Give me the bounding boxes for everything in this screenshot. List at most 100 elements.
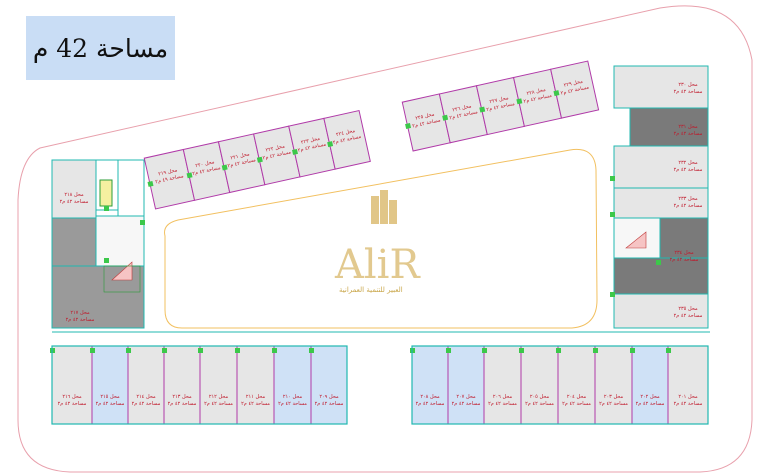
logo-letters: AliR	[334, 242, 421, 288]
shop-area-label: مساحة ٤٢ م٢	[452, 401, 481, 407]
column-marker	[104, 258, 109, 263]
shop-label: محل ٢٢١	[230, 151, 250, 161]
column-marker	[666, 348, 671, 353]
shop-label: محل ٢١٨	[64, 192, 84, 198]
shop-area-label: مساحة ٤٢ م٢	[670, 257, 699, 263]
shop-label: محل ٢٠٣	[604, 394, 624, 400]
column-marker	[327, 141, 334, 148]
shop-label: محل ٢٢٠	[195, 159, 215, 169]
column-marker	[235, 348, 240, 353]
shop-label: محل ٢٠٥	[530, 394, 550, 400]
column-marker	[292, 148, 298, 155]
shop-label: محل ٢٠٧	[456, 394, 476, 400]
shop-unit	[273, 345, 312, 425]
shop-label: محل ٢٠٨	[420, 394, 440, 400]
shop-label: محل ٢١٤	[136, 394, 156, 400]
column-marker	[140, 220, 145, 225]
shop-label: محل ٢١٣	[172, 394, 192, 400]
shop-label: محل ٢٢٨	[526, 87, 546, 97]
column-marker	[442, 114, 449, 121]
shop-area-label: مساحة ٤٢ م٢	[562, 401, 591, 407]
shop-area-label: مساحة ٤٢ م٢	[674, 401, 703, 407]
shop-label: محل ٢٣١	[678, 124, 698, 130]
shop-label: محل ٢٠٢	[640, 394, 660, 400]
shop-area-label: مساحة ٤٢ م٢	[674, 131, 703, 137]
shop-unit	[594, 345, 633, 425]
shop-unit	[236, 345, 275, 425]
shop-unit	[51, 345, 93, 425]
column-marker	[256, 156, 263, 163]
shop-label: محل ٢٢٩	[563, 79, 583, 89]
shop-unit	[163, 345, 201, 425]
shop-unit	[411, 345, 449, 425]
shop-area-label: مساحة ٤٢ م٢	[66, 317, 95, 323]
shop-label: محل ٢١١	[246, 394, 266, 400]
column-marker	[610, 212, 615, 217]
column-marker	[405, 123, 412, 129]
column-marker	[186, 172, 193, 179]
row-outline	[411, 345, 709, 425]
shop-area-label: مساحة ٤٢ م٢	[636, 401, 665, 407]
area-badge: مساحة 42 م	[26, 16, 175, 80]
logo-tagline: العبير للتنمية العمرانية	[339, 286, 403, 294]
shop-area-label: مساحة ٤٢ م٢	[96, 401, 125, 407]
column-marker	[553, 90, 560, 97]
shop-area-label: مساحة ٤٢ م٢	[168, 401, 197, 407]
shop-label: محل ٢٣٠	[678, 82, 698, 88]
shop-label: محل ٢٠٩	[319, 394, 339, 400]
column-marker	[656, 260, 661, 265]
shop-area-label: مساحة ٤٢ م٢	[416, 401, 445, 407]
column-marker	[90, 348, 95, 353]
shop-unit	[667, 345, 709, 425]
shop-label: محل ٢١٥	[100, 394, 120, 400]
column-marker	[221, 164, 228, 171]
column-marker	[126, 348, 131, 353]
column-marker	[630, 348, 635, 353]
shop-unit	[199, 345, 238, 425]
shop-label: محل ٢٢٣	[300, 136, 320, 146]
column-marker	[162, 348, 167, 353]
column-marker	[309, 348, 314, 353]
shop-label: محل ٢٣٢	[678, 160, 698, 166]
company-logo: AliR العبير للتنمية العمرانية	[334, 190, 421, 294]
shop-label: محل ٢٣٥	[678, 306, 698, 312]
shop-label: محل ٢٢٥	[415, 112, 435, 122]
shop-unit	[310, 345, 348, 425]
shop-label: محل ٢٠٦	[493, 394, 513, 400]
column-marker	[556, 348, 561, 353]
shop-unit	[520, 345, 559, 425]
shop-area-label: مساحة ٤٢ م٢	[674, 313, 703, 319]
column-marker	[593, 348, 598, 353]
column-marker	[479, 106, 486, 113]
shop-unit	[483, 345, 522, 425]
shop-unit	[631, 345, 669, 425]
shop-label: محل ٢٢٢	[265, 144, 285, 154]
shop-area-label: مساحة ٤٢ م٢	[204, 401, 233, 407]
site-boundary	[17, 5, 753, 473]
shop-label: محل ٢٢٦	[452, 103, 472, 113]
shop-label: محل ٢٣٣	[678, 196, 698, 202]
column-marker	[446, 348, 451, 353]
shop-area-label: مساحة ٤٢ م٢	[241, 401, 270, 407]
shop-area-label: مساحة ٤٢ م٢	[58, 401, 87, 407]
shop-label: محل ٢١٠	[283, 394, 303, 400]
shop-label: محل ٢١٦	[62, 394, 82, 400]
shop-area-label: مساحة ٤٢ م٢	[674, 167, 703, 173]
column-marker	[610, 292, 615, 297]
shop-label: محل ٢٣٤	[674, 250, 694, 256]
shop-unit	[557, 345, 596, 425]
shop-unit	[447, 345, 485, 425]
column-marker	[198, 348, 203, 353]
shop-label: محل ٢١٩	[158, 167, 178, 177]
row-outline	[51, 345, 348, 425]
column-marker	[482, 348, 487, 353]
shop-area-label: مساحة ٤٢ م٢	[315, 401, 344, 407]
shop-area-label: مساحة ٤٢ م٢	[488, 401, 517, 407]
column-marker	[519, 348, 524, 353]
column-marker	[272, 348, 277, 353]
